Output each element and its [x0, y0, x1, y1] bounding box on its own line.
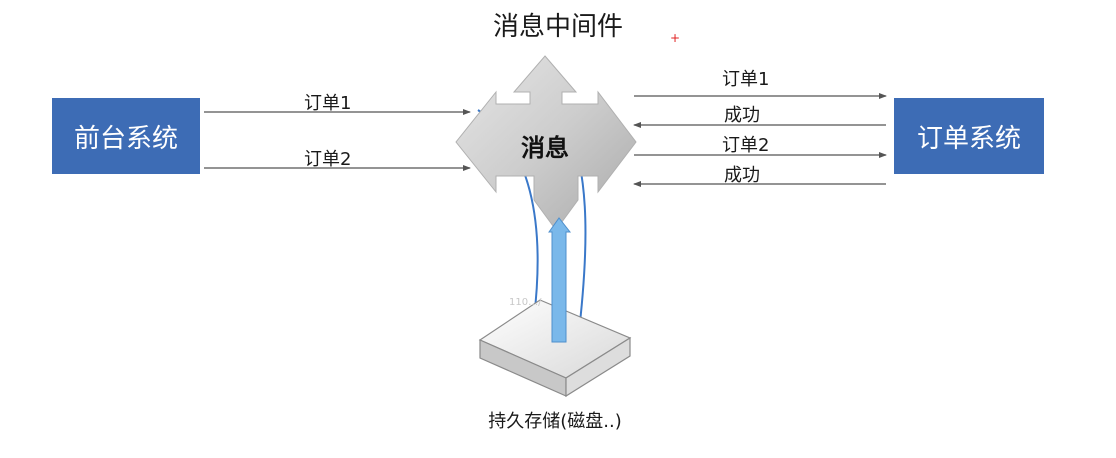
message-center-label: 消息: [521, 134, 569, 162]
frontend-system-box: 前台系统: [52, 98, 200, 174]
right-arrow-label-success2: 成功: [724, 165, 760, 186]
order-system-box: 订单系统: [894, 98, 1044, 174]
plus-marker-icon: +: [670, 31, 681, 45]
persist-up-arrow-icon: [548, 217, 572, 343]
storage-label: 持久存储(磁盘..): [488, 411, 622, 432]
right-arrow-label-success1: 成功: [724, 105, 760, 126]
left-arrow-label-order1: 订单1: [304, 93, 352, 114]
right-arrow-label-order2: 订单2: [722, 135, 770, 156]
faint-watermark: 110…/: [509, 297, 542, 308]
right-arrow-label-order1: 订单1: [722, 69, 770, 90]
diagram-title: 消息中间件: [492, 12, 623, 42]
left-arrow-label-order2: 订单2: [304, 149, 352, 170]
